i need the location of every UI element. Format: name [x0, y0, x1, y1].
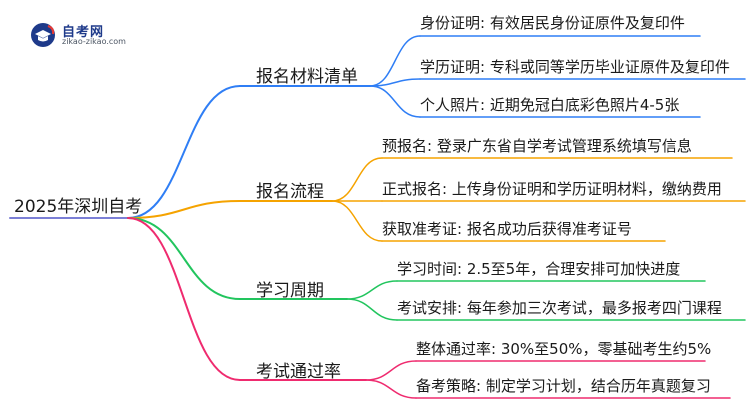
leaf-study-time: 学习时间: 2.5至5年，合理安排可加快进度	[397, 260, 681, 278]
leaf-connector-1-1	[369, 35, 421, 87]
leaf-admission-ticket: 获取准考证: 报名成功后获得准考证号	[382, 220, 632, 238]
leaf-connector-4-1	[365, 360, 417, 381]
leaf-id-proof: 身份证明: 有效居民身份证原件及复印件	[420, 14, 685, 32]
leaf-exam-schedule: 考试安排: 每年参加三次考试，最多报考四门课程	[397, 299, 722, 317]
logo-url: zikao-zikao.com	[62, 37, 126, 46]
leaf-connector-3-2	[346, 298, 398, 321]
branch-materials: 报名材料清单	[256, 67, 358, 87]
leaf-formal-registration: 正式报名: 上传身份证明和学历证明材料，缴纳费用	[382, 180, 722, 198]
branch-connector-4	[127, 217, 241, 381]
leaf-photo: 个人照片: 近期免冠白底彩色照片4-5张	[420, 96, 680, 114]
branch-connector-1	[127, 85, 241, 219]
leaf-education-proof: 学历证明: 专科或同等学历毕业证原件及复印件	[420, 58, 730, 76]
graduation-cap-icon	[31, 23, 55, 47]
branch-connector-3	[127, 217, 241, 300]
leaf-connector-4-2	[365, 379, 417, 399]
zikao-logo: 自考网 zikao-zikao.com	[30, 20, 142, 50]
leaf-prep-strategy: 备考策略: 制定学习计划，结合历年真题复习	[416, 377, 711, 395]
leaf-connector-1-3	[369, 85, 421, 118]
branch-process: 报名流程	[256, 182, 324, 202]
branch-connector-2	[127, 200, 241, 219]
leaf-pre-registration: 预报名: 登录广东省自学考试管理系统填写信息	[382, 137, 692, 155]
leaf-connector-2-3	[331, 200, 383, 242]
leaf-connector-3-1	[346, 280, 398, 300]
logo-name: 自考网	[62, 25, 105, 40]
branch-study-cycle: 学习周期	[256, 281, 324, 301]
leaf-overall-pass-rate: 整体通过率: 30%至50%，零基础考生约5%	[416, 340, 712, 358]
leaf-connector-2-1	[331, 157, 383, 202]
root-node: 2025年深圳自考	[14, 197, 143, 217]
branch-pass-rate: 考试通过率	[256, 362, 341, 382]
leaf-connector-1-2	[369, 78, 421, 87]
